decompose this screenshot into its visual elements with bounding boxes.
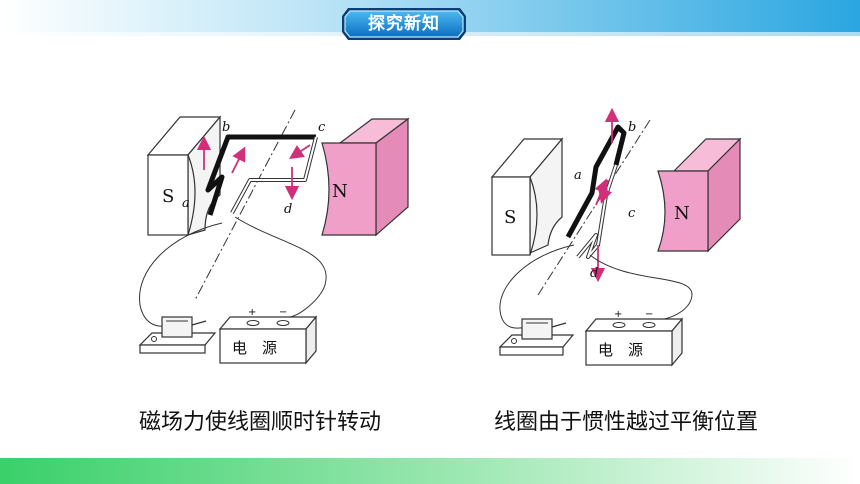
label-b: b [628,120,636,135]
battery: + − 电 源 [584,309,684,367]
north-magnet: N [321,117,410,237]
wire-left [499,244,575,329]
south-pole-label: S [504,207,516,228]
label-c: c [628,206,636,221]
battery-label: 电 源 [598,341,643,359]
label-b: b [222,120,230,135]
label-d: d [284,202,292,217]
south-magnet: S [490,137,564,256]
switch [138,316,217,354]
coil [205,134,318,216]
section-badge: 探究新知 [340,6,468,42]
battery-minus: − [645,309,653,320]
south-pole-label: S [162,186,174,207]
section-title: 探究新知 [368,14,440,34]
wire-left [139,222,223,327]
badge-shape [342,8,466,40]
south-magnet: S [146,115,222,236]
battery-minus: − [279,307,287,318]
label-c: c [318,120,326,135]
north-pole-label: N [332,181,348,202]
footer-bar [0,458,860,484]
coil [565,124,627,259]
north-pole-label: N [674,203,690,224]
current-arrow-c [598,179,612,204]
battery-label: 电 源 [232,339,277,357]
battery-plus: + [248,307,256,318]
label-a: a [574,168,582,183]
motor-diagram-inertia: S N b a c d + − 电 源 [490,107,742,367]
wire-right [589,254,693,320]
label-d: d [590,266,598,281]
caption-clockwise: 磁场力使线圈顺时针转动 [138,410,381,435]
battery-plus: + [614,309,622,320]
caption-inertia: 线圈由于惯性越过平衡位置 [493,410,758,435]
wire-right [234,216,327,318]
battery: + − 电 源 [218,307,318,365]
current-arrow-a [231,146,246,174]
current-arrow-c [289,144,311,159]
switch [498,318,575,356]
north-magnet: N [657,137,742,253]
rotation-axis [537,119,651,296]
label-a: a [182,196,190,211]
motor-diagram-clockwise: S N b c a d + − 电 源 [138,109,410,365]
